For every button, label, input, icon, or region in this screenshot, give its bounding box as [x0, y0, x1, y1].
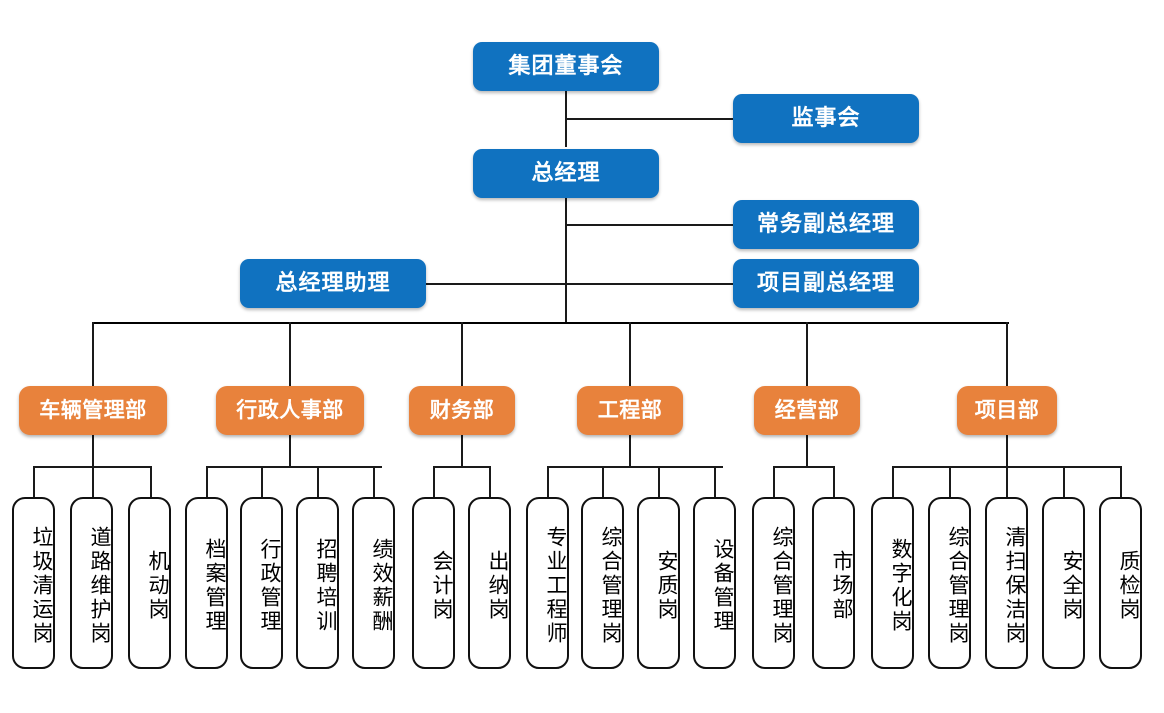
connector-stem-dept-5 — [806, 435, 808, 466]
connector-gm-to-project-deputy — [565, 283, 733, 285]
node-position-accounting[interactable]: 会计岗 — [412, 497, 455, 669]
connector-leaf-drop-4-1 — [547, 466, 549, 497]
node-supervisory-board[interactable]: 监事会 — [733, 94, 919, 143]
connector-drop-dept-6 — [1006, 322, 1008, 386]
connector-leaf-drop-2-1 — [206, 466, 208, 497]
node-department-finance[interactable]: 财务部 — [409, 386, 515, 435]
node-position-professional-engineer[interactable]: 专业工程师 — [526, 497, 569, 669]
node-position-engineering-general-management[interactable]: 综合管理岗 — [581, 497, 624, 669]
connector-stem-dept-1 — [92, 435, 94, 466]
connector-leaf-drop-2-3 — [317, 466, 319, 497]
node-position-digitalization[interactable]: 数字化岗 — [871, 497, 914, 669]
node-department-admin-hr[interactable]: 行政人事部 — [216, 386, 364, 435]
connector-subbus-dept-3 — [433, 466, 490, 468]
node-department-operations[interactable]: 经营部 — [754, 386, 860, 435]
connector-leaf-drop-3-2 — [489, 466, 491, 497]
connector-subbus-dept-2 — [206, 466, 382, 468]
node-position-cleaning-sanitation[interactable]: 清扫保洁岗 — [985, 497, 1028, 669]
node-position-project-general-management[interactable]: 综合管理岗 — [928, 497, 971, 669]
node-position-safety[interactable]: 安全岗 — [1042, 497, 1085, 669]
node-position-quality-inspection[interactable]: 质检岗 — [1099, 497, 1142, 669]
node-project-deputy-gm[interactable]: 项目副总经理 — [733, 259, 919, 308]
connector-leaf-drop-4-4 — [714, 466, 716, 497]
connector-leaf-drop-2-2 — [261, 466, 263, 497]
node-department-vehicle-management[interactable]: 车辆管理部 — [19, 386, 167, 435]
connector-leaf-drop-6-2 — [949, 466, 951, 497]
connector-stem-dept-4 — [629, 435, 631, 466]
node-department-engineering[interactable]: 工程部 — [577, 386, 683, 435]
connector-gm-to-assistant — [425, 283, 566, 285]
connector-leaf-drop-1-1 — [33, 466, 35, 497]
node-position-vehicle-standby[interactable]: 机动岗 — [128, 497, 171, 669]
connector-drop-dept-5 — [806, 322, 808, 386]
node-position-safety-quality[interactable]: 安质岗 — [637, 497, 680, 669]
connector-stem-dept-6 — [1006, 435, 1008, 466]
connector-leaf-drop-6-5 — [1120, 466, 1122, 497]
connector-drop-dept-3 — [461, 322, 463, 386]
connector-department-bus — [93, 322, 1009, 324]
connector-leaf-drop-3-1 — [433, 466, 435, 497]
connector-leaf-drop-1-2 — [92, 466, 94, 497]
connector-leaf-drop-6-1 — [892, 466, 894, 497]
node-position-admin-management[interactable]: 行政管理 — [240, 497, 283, 669]
node-position-performance-compensation[interactable]: 绩效薪酬 — [352, 497, 395, 669]
node-department-project[interactable]: 项目部 — [957, 386, 1057, 435]
connector-leaf-drop-6-4 — [1063, 466, 1065, 497]
connector-leaf-drop-6-3 — [1006, 466, 1008, 497]
node-position-archive-management[interactable]: 档案管理 — [185, 497, 228, 669]
node-position-cashier[interactable]: 出纳岗 — [468, 497, 511, 669]
connector-stem-dept-3 — [461, 435, 463, 466]
connector-leaf-drop-4-3 — [658, 466, 660, 497]
connector-gm-to-exec-deputy — [565, 224, 733, 226]
node-executive-deputy-gm[interactable]: 常务副总经理 — [733, 200, 919, 249]
connector-leaf-drop-5-1 — [773, 466, 775, 497]
connector-gm-trunk — [565, 197, 567, 323]
connector-subbus-dept-5 — [773, 466, 834, 468]
node-position-equipment-management[interactable]: 设备管理 — [693, 497, 736, 669]
connector-leaf-drop-1-3 — [150, 466, 152, 497]
connector-board-to-supervisory — [565, 118, 733, 120]
connector-drop-dept-1 — [92, 322, 94, 386]
node-gm-assistant[interactable]: 总经理助理 — [240, 259, 426, 308]
node-general-manager[interactable]: 总经理 — [473, 149, 659, 198]
node-position-waste-transport[interactable]: 垃圾清运岗 — [12, 497, 55, 669]
connector-stem-dept-2 — [289, 435, 291, 466]
node-position-recruitment-training[interactable]: 招聘培训 — [296, 497, 339, 669]
node-position-marketing[interactable]: 市场部 — [812, 497, 855, 669]
node-position-operations-general-management[interactable]: 综合管理岗 — [752, 497, 795, 669]
node-group-board[interactable]: 集团董事会 — [473, 42, 659, 91]
connector-drop-dept-4 — [629, 322, 631, 386]
connector-leaf-drop-2-4 — [373, 466, 375, 497]
connector-subbus-dept-4 — [547, 466, 723, 468]
node-position-road-maintenance[interactable]: 道路维护岗 — [70, 497, 113, 669]
connector-leaf-drop-5-2 — [833, 466, 835, 497]
connector-leaf-drop-4-2 — [602, 466, 604, 497]
connector-drop-dept-2 — [289, 322, 291, 386]
